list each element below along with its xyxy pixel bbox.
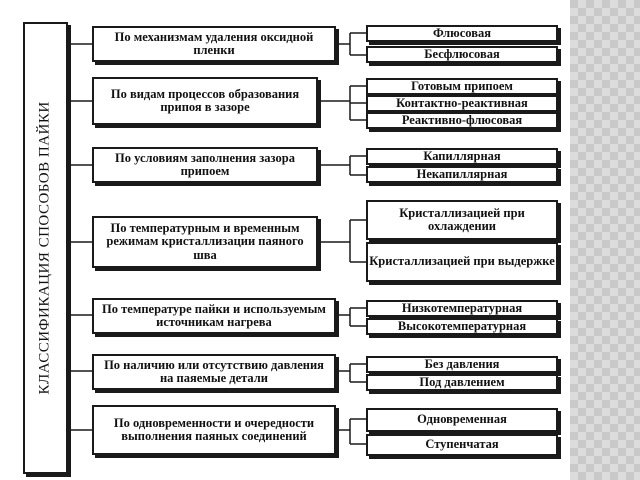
- category-label: Некапиллярная: [416, 166, 508, 181]
- category-label: Кристаллизацией при выдержке: [369, 254, 555, 269]
- category-contact-reactive: Контактно-реактивная: [366, 95, 558, 112]
- category-label: Готовым припоем: [411, 78, 513, 93]
- criterion-label: По одновременности и очередности выполне…: [113, 415, 315, 443]
- category-holding-crystallization: Кристаллизацией при выдержке: [366, 242, 558, 282]
- category-without-pressure: Без давления: [366, 356, 558, 373]
- category-label: Без давления: [424, 356, 500, 371]
- category-low-temperature: Низкотемпературная: [366, 300, 558, 317]
- criterion-oxide-removal: По механизмам удаления оксидной пленки: [92, 26, 336, 62]
- criterion-label: По видам процессов образования припоя в …: [110, 86, 300, 114]
- classification-title-box: КЛАССИФИКАЦИЯ СПОСОБОВ ПАЙКИ: [23, 22, 68, 474]
- criterion-label: По температуре пайки и используемым исто…: [102, 301, 326, 329]
- criterion-temperature-heat-source: По температуре пайки и используемым исто…: [92, 298, 336, 334]
- category-under-pressure: Под давлением: [366, 374, 558, 391]
- category-stepped: Ступенчатая: [366, 434, 558, 456]
- category-ready-solder: Готовым припоем: [366, 78, 558, 95]
- criterion-solder-formation: По видам процессов образования припоя в …: [92, 77, 318, 125]
- criterion-pressure: По наличию или отсутствию давления на па…: [92, 354, 336, 390]
- criterion-label: По механизмам удаления оксидной пленки: [114, 29, 314, 57]
- category-label: Кристаллизацией при охлаждении: [399, 205, 525, 233]
- category-label: Высокотемпературная: [397, 318, 527, 333]
- criterion-simultaneity: По одновременности и очередности выполне…: [92, 405, 336, 455]
- criterion-label: По наличию или отсутствию давления на па…: [104, 357, 324, 385]
- category-capillary: Капиллярная: [366, 148, 558, 165]
- category-flux: Флюсовая: [366, 25, 558, 42]
- criterion-label: По условиям заполнения зазора припоем: [115, 150, 295, 178]
- category-label: Одновременная: [417, 412, 507, 427]
- category-label: Контактно-реактивная: [396, 95, 528, 110]
- category-fluxless: Бесфлюсовая: [366, 46, 558, 63]
- category-label: Флюсовая: [433, 25, 491, 40]
- classification-title: КЛАССИФИКАЦИЯ СПОСОБОВ ПАЙКИ: [36, 101, 53, 395]
- criterion-gap-filling: По условиям заполнения зазора припоем: [92, 147, 318, 183]
- category-non-capillary: Некапиллярная: [366, 166, 558, 183]
- decorative-checker-border: [570, 0, 640, 480]
- category-label: Под давлением: [419, 374, 505, 389]
- category-reactive-flux: Реактивно-флюсовая: [366, 112, 558, 129]
- category-simultaneous: Одновременная: [366, 408, 558, 432]
- category-label: Реактивно-флюсовая: [401, 112, 523, 127]
- category-label: Бесфлюсовая: [424, 46, 500, 61]
- category-label: Ступенчатая: [425, 437, 499, 452]
- category-label: Низкотемпературная: [401, 300, 523, 315]
- category-high-temperature: Высокотемпературная: [366, 318, 558, 335]
- category-label: Капиллярная: [423, 148, 501, 163]
- criterion-crystallization-modes: По температурным и временным режимам кри…: [92, 216, 318, 268]
- criterion-label: По температурным и временным режимам кри…: [106, 221, 304, 262]
- category-cooling-crystallization: Кристаллизацией при охлаждении: [366, 200, 558, 240]
